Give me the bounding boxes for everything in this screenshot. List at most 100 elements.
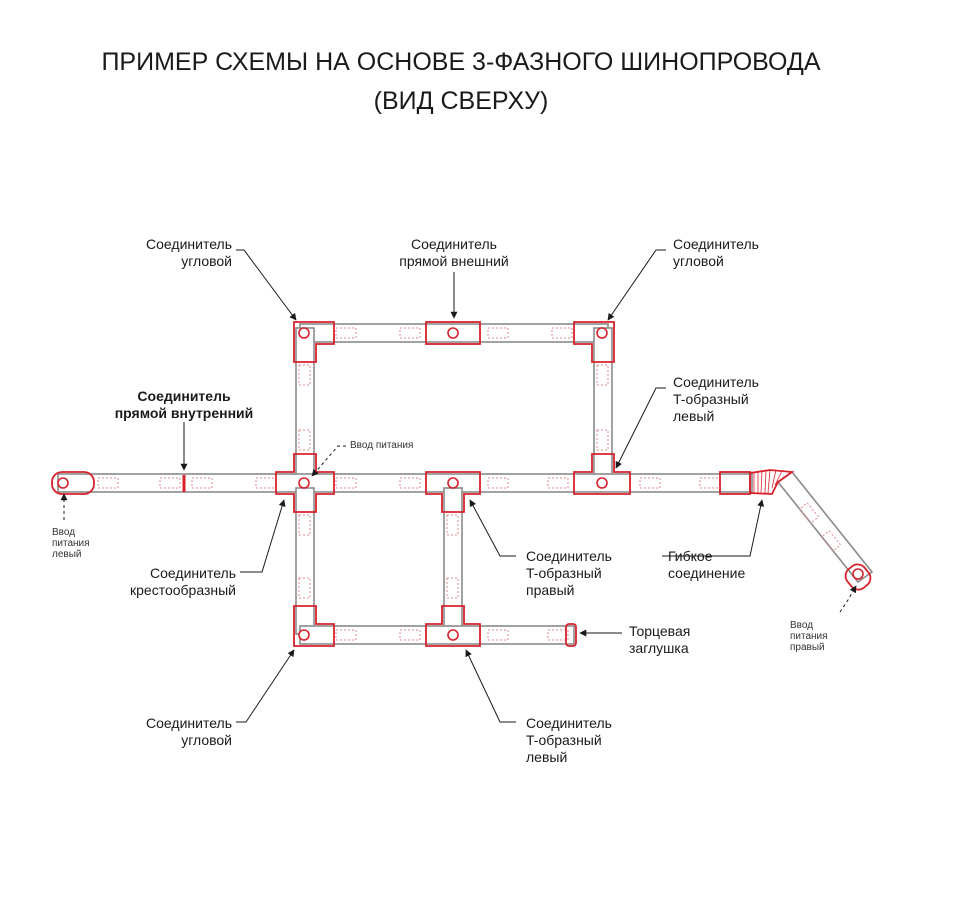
label-line: соединение (668, 565, 746, 581)
joint-mark (298, 429, 311, 451)
arrow-t-left-bottom (465, 649, 516, 723)
label-line: крестообразный (130, 582, 236, 598)
connector-holes (57, 327, 864, 641)
joint-mark (335, 477, 357, 489)
hole (852, 568, 864, 580)
label-power-left: Ввод питания левый (52, 527, 112, 560)
label-line: прямой внешний (399, 253, 509, 269)
hole (596, 327, 608, 339)
hole (447, 327, 459, 339)
arrow-t-right (469, 499, 516, 557)
hole (298, 629, 310, 641)
t-connector-right (425, 471, 481, 513)
label-line: Соединитель (150, 565, 236, 581)
label-line: Соединитель (146, 236, 232, 252)
flexible-ribs (753, 469, 783, 494)
label-line: заглушка (629, 640, 689, 656)
label-line: угловой (181, 253, 232, 269)
label-flexible: Гибкое соединение (668, 548, 788, 582)
hole (447, 629, 459, 641)
label-corner-top-left: Соединитель угловой (86, 236, 232, 270)
corner-connector-top-left (293, 321, 335, 363)
label-line: T-образный (673, 391, 749, 407)
joint-mark (399, 477, 421, 489)
label-corner-top-right: Соединитель угловой (673, 236, 813, 270)
upper-frame-inner (313, 341, 595, 475)
label-line: левый (673, 408, 715, 424)
joint-mark (399, 629, 421, 641)
label-line: левый (526, 749, 568, 765)
diagram-subtitle: (ВИД СВЕРХУ) (373, 87, 549, 115)
arrow-corner-bottom-left (236, 649, 295, 723)
connectors (51, 321, 872, 647)
label-line: угловой (673, 253, 724, 269)
corner-connector-top-right (573, 321, 615, 363)
label-power-right: Ввод питания правый (790, 620, 850, 653)
label-straight-external: Соединитель прямой внешний (374, 236, 534, 270)
corner-connector-bottom-left (293, 605, 335, 647)
power-input-left (51, 471, 95, 495)
rib (774, 470, 783, 486)
joint-mark (446, 577, 459, 599)
end-cap (565, 623, 577, 647)
arrow-power-input (311, 445, 346, 477)
label-line: Соединитель (673, 236, 759, 252)
joint-mark (298, 577, 311, 599)
rib (760, 470, 763, 494)
label-corner-bottom-left: Соединитель угловой (86, 715, 232, 749)
joint-mark (487, 629, 509, 641)
joint-mark (335, 629, 357, 641)
track-bottom (299, 625, 575, 645)
rib (767, 469, 771, 494)
label-line: Торцевая (629, 623, 691, 639)
joint-mark (547, 477, 569, 489)
joint-mark (547, 629, 569, 641)
hole (298, 327, 310, 339)
label-line: правый (526, 582, 575, 598)
label-t-left-bottom: Соединитель T-образный левый (526, 715, 666, 766)
joint-mark (335, 327, 357, 339)
joint-mark (639, 477, 661, 489)
label-line: Соединитель (137, 388, 231, 404)
joint-mark (191, 477, 213, 489)
label-line: левый (52, 549, 82, 560)
joint-mark (159, 477, 181, 489)
joint-mark (298, 364, 311, 386)
straight-external-connector (425, 321, 481, 345)
track-left-upper (295, 327, 315, 479)
label-t-left-top: Соединитель T-образный левый (673, 374, 813, 425)
joint-marks (97, 327, 842, 641)
label-line: питания (52, 538, 90, 549)
label-t-right: Соединитель T-образный правый (526, 548, 666, 599)
label-line: угловой (181, 732, 232, 748)
label-line: Соединитель (146, 715, 232, 731)
rib (764, 470, 767, 494)
label-line: T-образный (526, 732, 602, 748)
power-input-right (844, 563, 872, 591)
joint-mark (487, 327, 509, 339)
label-line: Гибкое (668, 548, 713, 564)
joint-mark (596, 364, 609, 386)
arrow-t-left-top (615, 387, 666, 469)
track-main (57, 473, 753, 493)
track-right (593, 327, 613, 479)
joint-mark (596, 429, 609, 451)
label-cross: Соединитель крестообразный (86, 565, 236, 599)
arrow-cross (240, 499, 286, 573)
rib (771, 469, 777, 489)
hole (298, 477, 310, 489)
label-line: Ввод (52, 527, 76, 538)
arrow-corner-top-right (607, 249, 666, 321)
label-line: Соединитель (411, 236, 497, 252)
hole (57, 477, 69, 489)
t-connector-left-top (573, 453, 631, 495)
label-line: Соединитель (526, 548, 612, 564)
joint-mark (298, 514, 311, 536)
arrow-corner-top-left (236, 249, 297, 321)
joint-mark (798, 502, 820, 524)
joint-mark (820, 530, 842, 552)
track-left-lower (295, 487, 315, 635)
joint-mark (97, 477, 119, 489)
arrow-power-right (839, 585, 857, 613)
leader-arrows (180, 249, 765, 723)
